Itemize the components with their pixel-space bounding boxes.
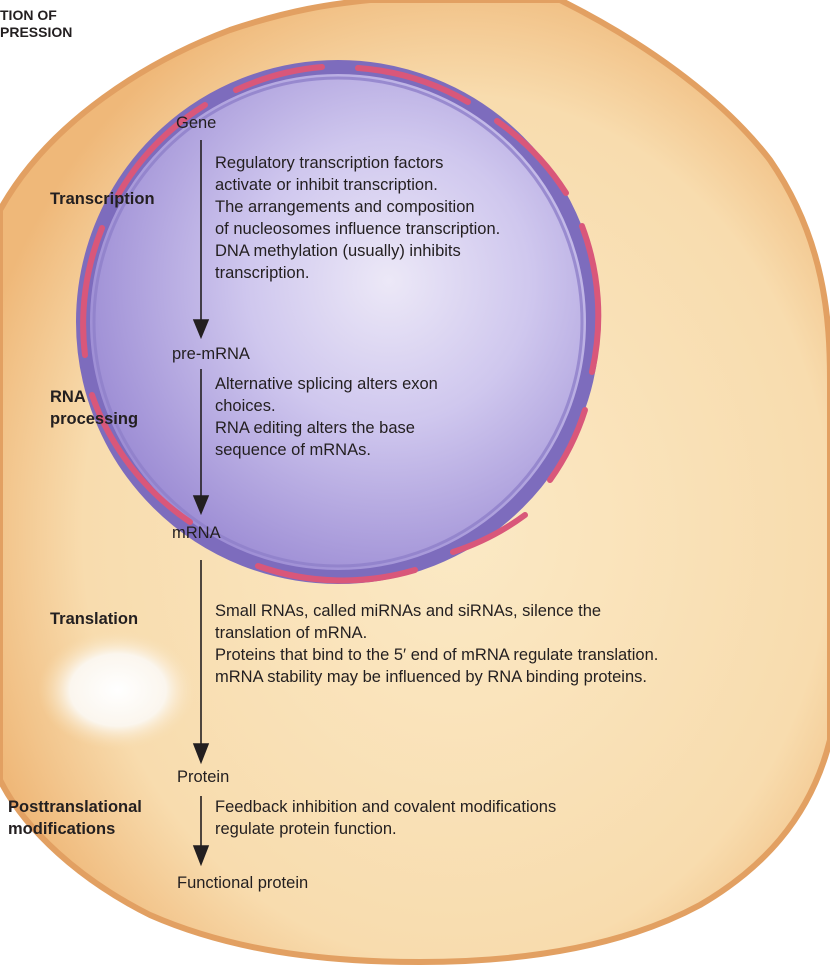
node-protein: Protein bbox=[177, 768, 230, 786]
stage-posttranslational: Posttranslational modifications bbox=[8, 796, 142, 840]
desc-line: Small RNAs, called miRNAs and siRNAs, si… bbox=[215, 602, 602, 620]
desc-line: transcription. bbox=[215, 264, 310, 282]
nuclear-envelope-bands bbox=[80, 64, 602, 584]
desc-line: Regulatory transcription factors bbox=[215, 154, 444, 172]
stage-rna-processing-line2: processing bbox=[50, 410, 139, 428]
nuclear-envelope-inner bbox=[92, 76, 584, 568]
desc-line: regulate protein function. bbox=[215, 820, 397, 838]
desc-transcription: Regulatory transcription factors activat… bbox=[215, 152, 500, 284]
desc-line: translation of mRNA. bbox=[215, 624, 368, 642]
arrowhead-mrna bbox=[192, 495, 210, 516]
node-mrna: mRNA bbox=[172, 524, 221, 542]
stage-rna-processing: RNA processing bbox=[50, 386, 138, 430]
desc-line: RNA editing alters the base bbox=[215, 419, 415, 437]
desc-line: DNA methylation (usually) inhibits bbox=[215, 242, 461, 260]
desc-translation: Small RNAs, called miRNAs and siRNAs, si… bbox=[215, 600, 658, 688]
stage-translation: Translation bbox=[50, 610, 139, 628]
flow-arrows bbox=[192, 140, 210, 867]
desc-rna-processing: Alternative splicing alters exon choices… bbox=[215, 373, 438, 461]
vacuole bbox=[38, 630, 198, 750]
desc-line: Proteins that bind to the 5′ end of mRNA… bbox=[215, 646, 659, 664]
figure-title-line2: PRESSION bbox=[0, 24, 73, 40]
desc-posttranslational: Feedback inhibition and covalent modific… bbox=[215, 796, 556, 840]
stage-transcription: Transcription bbox=[50, 190, 155, 208]
figure-title-line1: TION OF bbox=[0, 7, 57, 23]
stage-posttranslational-line2: modifications bbox=[8, 820, 116, 838]
desc-line: choices. bbox=[215, 397, 276, 415]
desc-line: activate or inhibit transcription. bbox=[215, 176, 438, 194]
arrowhead-functional bbox=[192, 845, 210, 867]
desc-line: Feedback inhibition and covalent modific… bbox=[215, 798, 557, 816]
node-gene: Gene bbox=[176, 114, 217, 132]
node-functional-protein: Functional protein bbox=[177, 874, 309, 892]
arrowhead-protein bbox=[192, 743, 210, 765]
desc-line: Alternative splicing alters exon bbox=[215, 375, 438, 393]
desc-line: mRNA stability may be influenced by RNA … bbox=[215, 668, 647, 686]
desc-line: of nucleosomes influence transcription. bbox=[215, 220, 501, 238]
desc-line: sequence of mRNAs. bbox=[215, 441, 371, 459]
stage-rna-processing-line1: RNA bbox=[50, 388, 86, 406]
stage-posttranslational-line1: Posttranslational bbox=[8, 798, 142, 816]
arrowhead-premrna bbox=[192, 319, 210, 340]
node-pre-mrna: pre-mRNA bbox=[172, 345, 250, 363]
figure-title: TION OF PRESSION bbox=[0, 7, 72, 41]
desc-line: The arrangements and composition bbox=[215, 198, 475, 216]
